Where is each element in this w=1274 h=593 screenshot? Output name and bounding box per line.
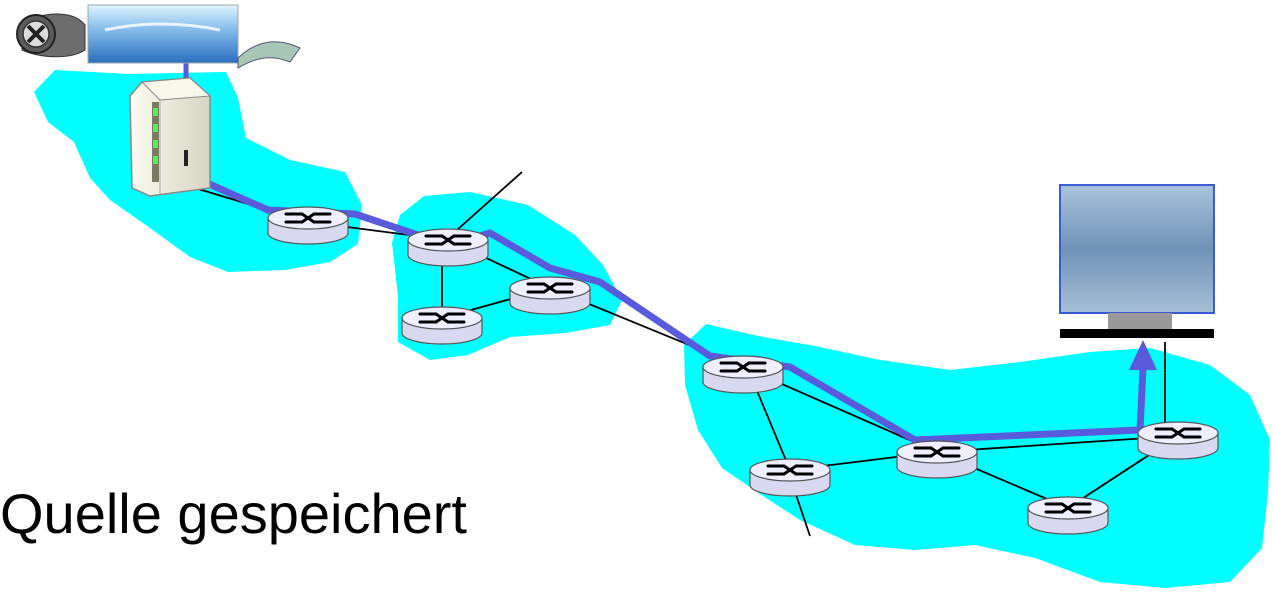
router-8-icon bbox=[1027, 496, 1109, 535]
router-7-icon bbox=[749, 458, 831, 497]
router-4-icon bbox=[401, 306, 483, 345]
router-2-icon bbox=[407, 228, 489, 267]
caption-text: Quelle gespeichert bbox=[0, 482, 467, 545]
source-video-icon bbox=[16, 4, 301, 69]
router-5-icon bbox=[702, 355, 784, 394]
media-server-icon bbox=[129, 77, 212, 197]
router-6-icon bbox=[896, 440, 978, 479]
pointer-line-upper bbox=[447, 171, 523, 239]
monitor-icon bbox=[1059, 184, 1215, 338]
router-1-icon bbox=[267, 206, 349, 245]
stream-arrowhead bbox=[1129, 340, 1157, 370]
video-screen bbox=[87, 4, 239, 64]
routers bbox=[267, 206, 1219, 535]
router-9-icon bbox=[1137, 421, 1219, 460]
router-3-icon bbox=[509, 276, 591, 315]
